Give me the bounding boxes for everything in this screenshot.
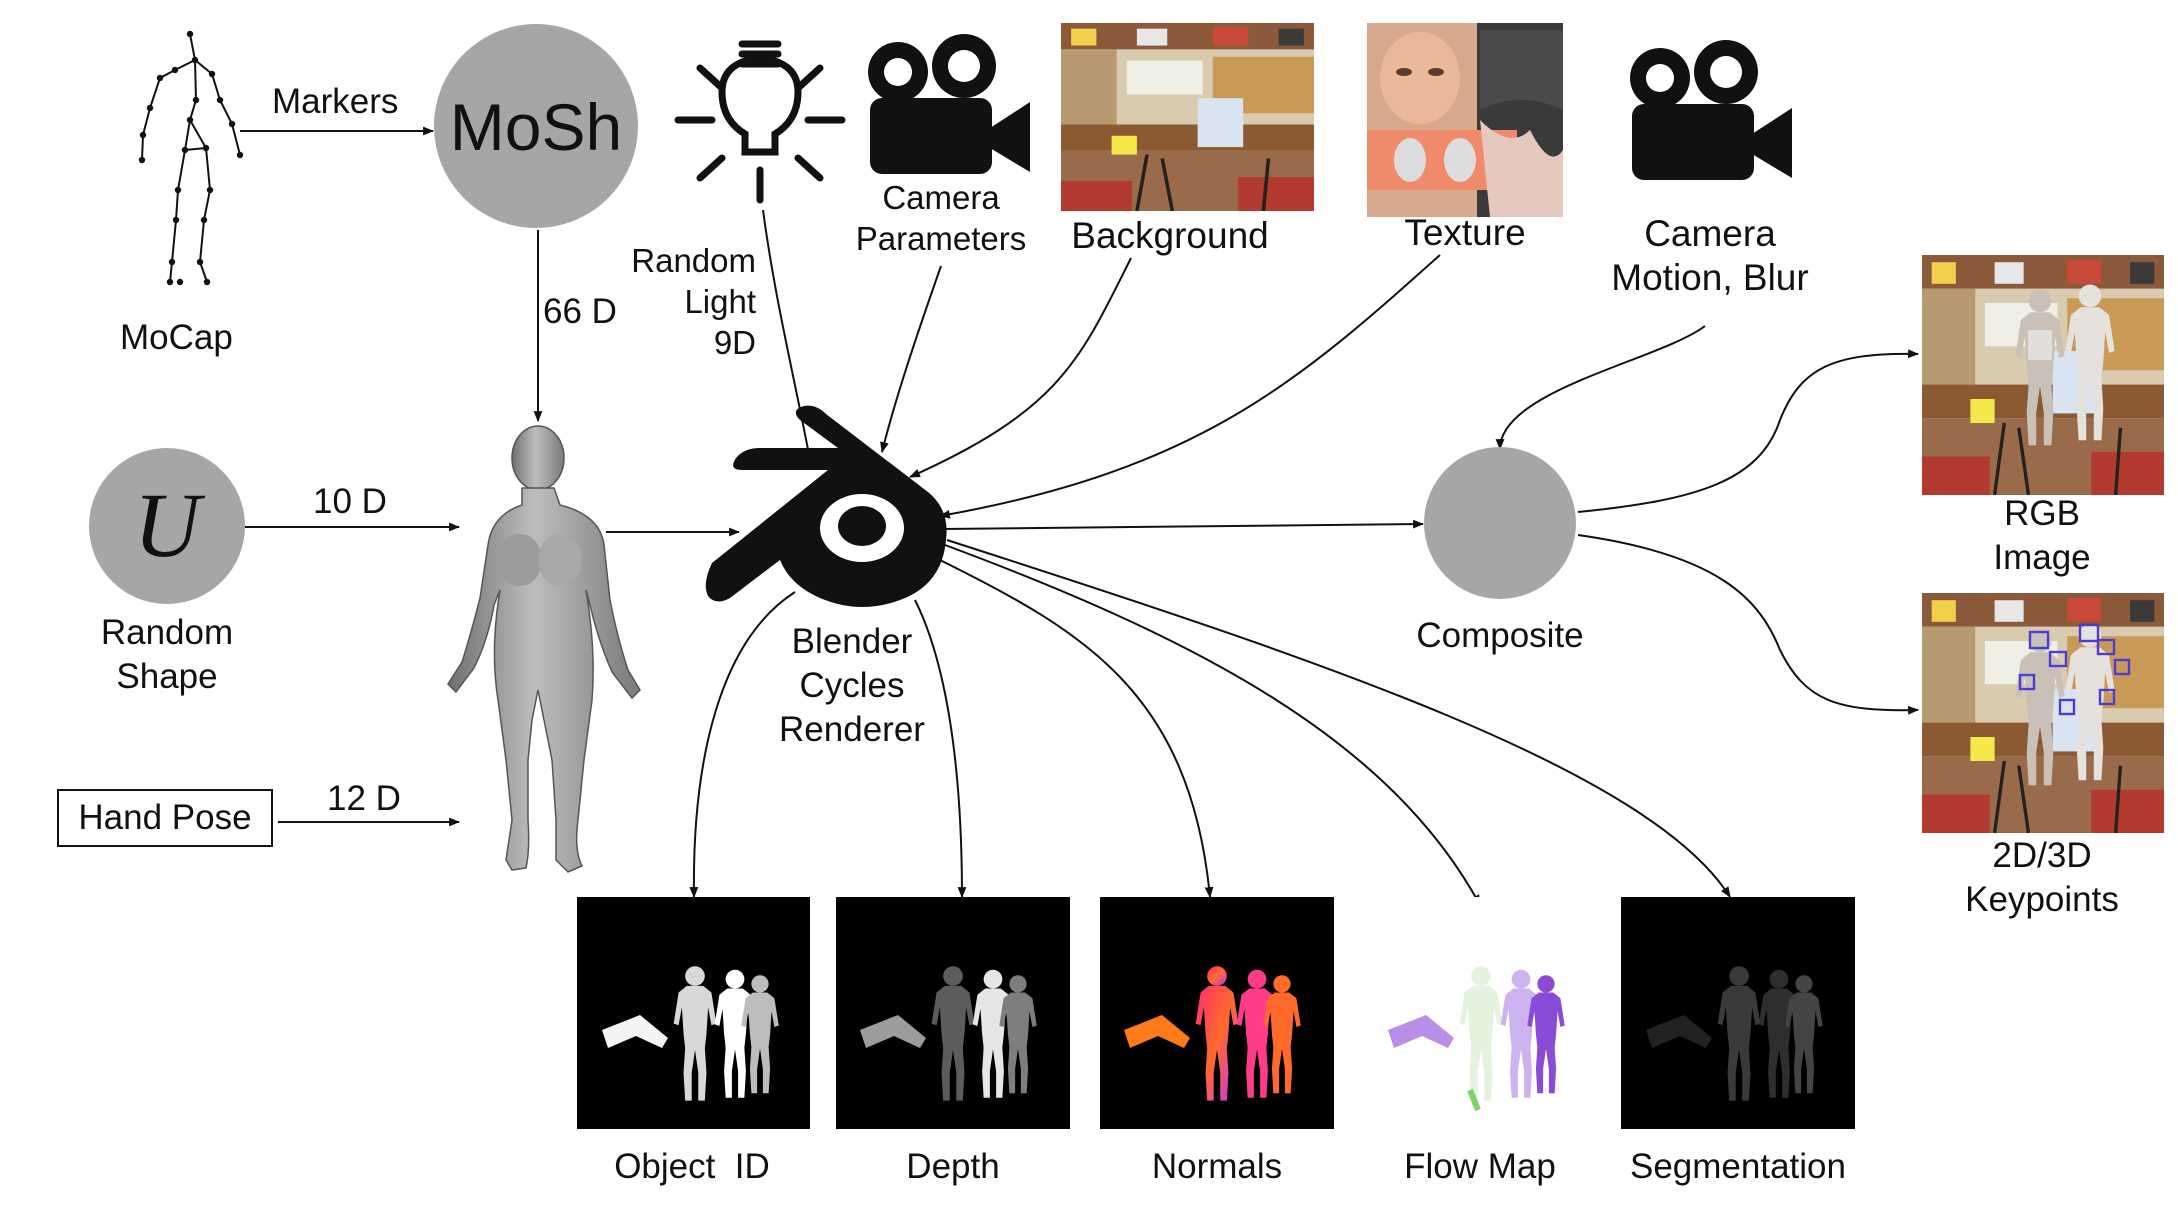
- keypoints-label: 2D/3D Keypoints: [1965, 836, 2119, 919]
- texture-image: [1367, 23, 1563, 217]
- movie-camera-motion-icon: [1630, 40, 1792, 180]
- light-bulb-icon: [674, 40, 846, 204]
- edge-blender-depth: [914, 599, 967, 899]
- human-body-mesh-icon: [447, 425, 641, 873]
- mosh-dim-label: 66 D: [543, 292, 617, 331]
- edge-blender-composite: [942, 519, 1425, 530]
- edge-blender-normals: [939, 559, 1214, 899]
- edge-composite-rgb: [1577, 349, 1920, 513]
- hand-pose-node: Hand Pose: [57, 789, 273, 847]
- normals-image: [1100, 897, 1334, 1129]
- edge-blender-flow: [944, 544, 1481, 906]
- random-shape-label: Random Shape: [100, 613, 234, 696]
- mocap-label: MoCap: [120, 318, 233, 357]
- hand-dim-label: 12 D: [327, 779, 401, 818]
- movie-camera-icon: [868, 34, 1030, 174]
- random-shape-node: [89, 448, 245, 604]
- background-label: Background: [1071, 215, 1269, 256]
- object-id-label: Object ID: [614, 1147, 770, 1186]
- object-id-image: [577, 897, 810, 1129]
- edge-blender-segmentation: [946, 539, 1731, 898]
- edge-camera-blender: [880, 265, 942, 454]
- depth-label: Depth: [906, 1147, 1000, 1186]
- markers-label: Markers: [272, 82, 399, 121]
- depth-image: [836, 897, 1070, 1129]
- flow-map-image: [1363, 897, 1597, 1129]
- segmentation-image: [1621, 897, 1855, 1129]
- normals-label: Normals: [1151, 1147, 1283, 1186]
- keypoints-image: [1920, 591, 2166, 835]
- random-light-label: Random Light 9D: [631, 242, 756, 361]
- mocap-skeleton-icon: [138, 30, 244, 286]
- composite-label: Composite: [1416, 616, 1584, 655]
- mosh-node: [434, 24, 638, 228]
- composite-node: [1424, 447, 1576, 599]
- edge-light-blender: [762, 209, 813, 462]
- rgb-image: [1920, 253, 2166, 497]
- mosh-label: MoSh: [449, 90, 623, 164]
- edge-composite-keypoints: [1577, 534, 1920, 715]
- texture-label: Texture: [1404, 212, 1526, 253]
- camera-motion-label: Camera Motion, Blur: [1611, 213, 1809, 298]
- shape-symbol: U: [133, 474, 201, 576]
- camera-parameters-label: Camera Parameters: [855, 179, 1027, 257]
- renderer-label: Blender Cycles Renderer: [779, 622, 925, 749]
- segmentation-label: Segmentation: [1630, 1147, 1846, 1186]
- flow-map-label: Flow Map: [1404, 1147, 1556, 1186]
- shape-dim-label: 10 D: [313, 482, 387, 521]
- edge-background-blender: [908, 257, 1132, 478]
- edges: [240, 126, 1920, 906]
- edge-texture-blender: [938, 254, 1441, 519]
- edge-blender-objectid: [689, 591, 796, 899]
- background-image: [1059, 21, 1316, 213]
- rgb-image-label: RGB Image: [1993, 494, 2091, 577]
- blender-logo-icon: [705, 405, 947, 608]
- edge-cammotion-composite: [1495, 325, 1706, 451]
